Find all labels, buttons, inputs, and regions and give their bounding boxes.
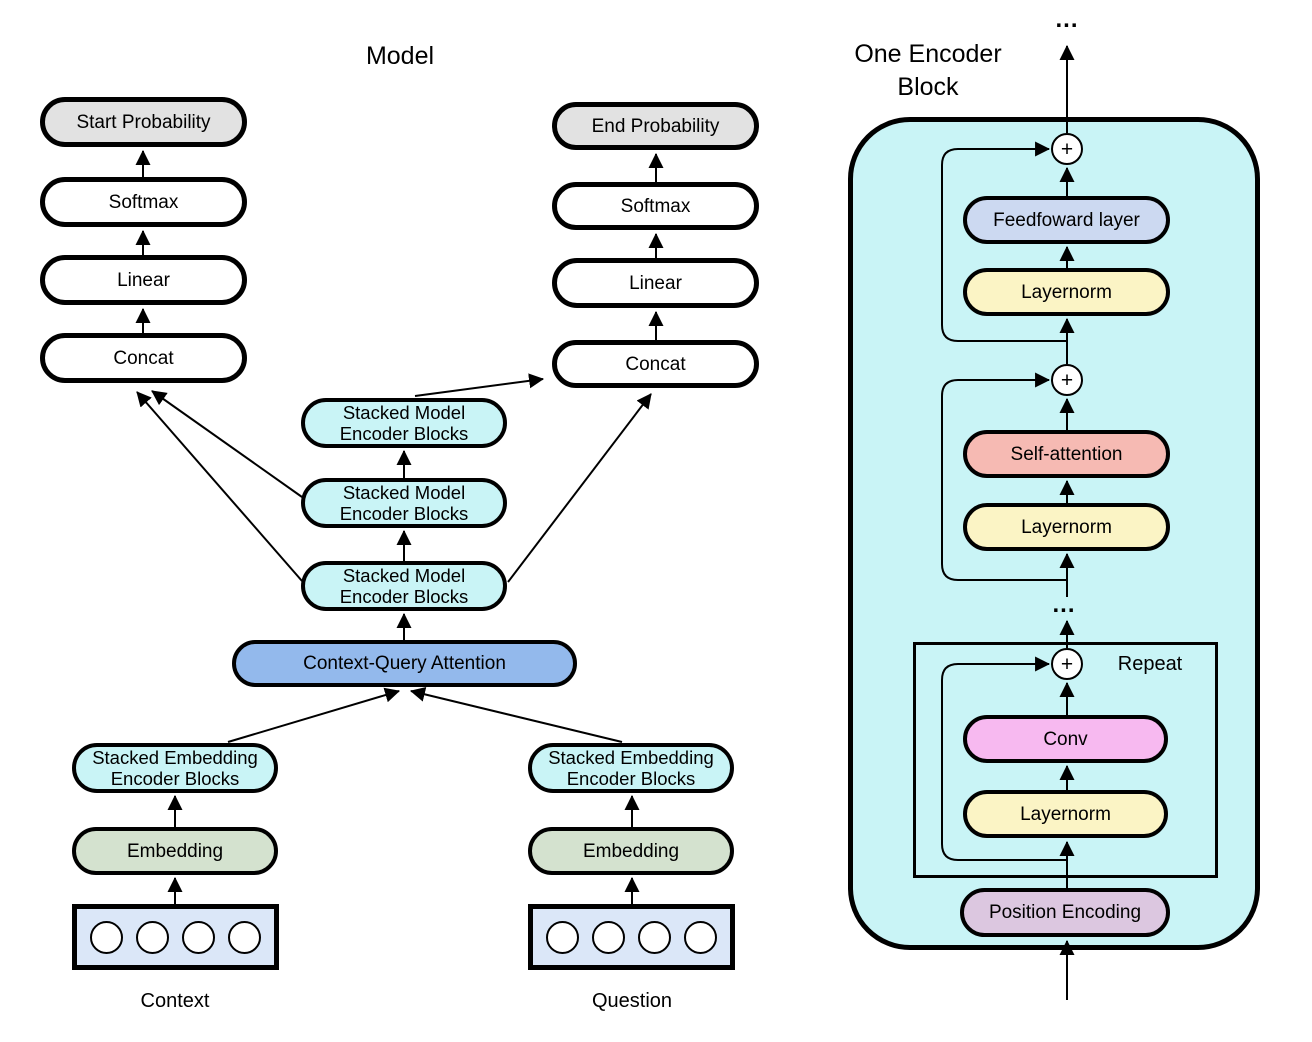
self-attention-label: Self-attention: [1010, 443, 1123, 465]
layernorm-box-bottom: Layernorm: [963, 790, 1168, 838]
skip-connection-feedforward: [941, 141, 1067, 342]
context-query-attention-label: Context-Query Attention: [303, 653, 506, 674]
plus-sign: +: [1060, 368, 1074, 392]
layernorm-box-top: Layernorm: [963, 268, 1170, 316]
stacked-model-encoder-blocks-2: Stacked Model Encoder Blocks: [301, 478, 507, 528]
softmax-label-right: Softmax: [620, 195, 691, 217]
linear-label-left: Linear: [117, 269, 170, 291]
conv-box: Conv: [963, 715, 1168, 763]
token-circle: [90, 920, 123, 954]
layernorm-label: Layernorm: [1021, 281, 1112, 303]
token-circle: [546, 920, 579, 954]
linear-label-right: Linear: [629, 272, 682, 294]
token-circle: [182, 920, 215, 954]
conv-label: Conv: [1043, 728, 1088, 750]
plus-sign: +: [1060, 137, 1074, 161]
encoder-block-title-line1: One Encoder: [854, 40, 1002, 68]
token-circle: [684, 920, 717, 954]
layernorm-label: Layernorm: [1021, 516, 1112, 538]
stacked-model-line1: Stacked Model: [342, 565, 466, 586]
context-query-attention-box: Context-Query Attention: [232, 640, 577, 687]
plus-sign: +: [1060, 652, 1074, 676]
arrow-stacked-model-2-to-concat-left: [151, 390, 303, 498]
layernorm-label: Layernorm: [1020, 803, 1111, 825]
token-circle: [638, 920, 671, 954]
ellipsis-mid: ...: [1052, 591, 1076, 618]
arrow-stacked-model-1-to-concat-left: [136, 391, 303, 582]
token-circle: [228, 920, 261, 954]
stacked-model-line1: Stacked Model: [342, 402, 466, 423]
stacked-model-encoder-blocks-1: Stacked Model Encoder Blocks: [301, 561, 507, 611]
plus-add-top: +: [1051, 133, 1083, 165]
position-encoding-box: Position Encoding: [960, 888, 1170, 937]
token-circle: [592, 920, 625, 954]
concat-label-left: Concat: [113, 347, 174, 369]
question-input-box: [528, 904, 735, 970]
model-title: Model: [365, 42, 435, 70]
arrow-stacked-model-3-to-concat-right: [414, 373, 545, 397]
feedforward-label: Feedfoward layer: [993, 209, 1140, 231]
token-circle: [136, 920, 169, 954]
softmax-label-left: Softmax: [108, 191, 179, 213]
embedding-label-left: Embedding: [126, 840, 224, 862]
stacked-embedding-line1: Stacked Embedding: [92, 747, 258, 768]
stacked-model-line2: Encoder Blocks: [339, 586, 469, 607]
encoder-block-title: One Encoder Block: [828, 38, 1028, 104]
concat-box-left: Concat: [40, 333, 247, 383]
repeat-label: Repeat: [1117, 653, 1183, 675]
context-input-box: [72, 904, 279, 970]
stacked-embedding-line2: Encoder Blocks: [566, 768, 696, 789]
skip-connection-self-attention: [941, 372, 1067, 581]
concat-box-right: Concat: [552, 340, 759, 388]
plus-add-repeat: +: [1051, 648, 1083, 680]
stacked-embedding-encoder-blocks-right: Stacked Embedding Encoder Blocks: [528, 743, 734, 793]
softmax-box-left: Softmax: [40, 177, 247, 227]
stacked-model-line1: Stacked Model: [342, 482, 466, 503]
linear-box-left: Linear: [40, 255, 247, 305]
skip-connection-conv: [941, 656, 1067, 861]
context-label: Context: [140, 990, 210, 1012]
embedding-box-left: Embedding: [72, 827, 278, 875]
self-attention-box: Self-attention: [963, 430, 1170, 478]
arrow-stacked-model-1-to-concat-right: [507, 393, 652, 583]
concat-label-right: Concat: [625, 353, 686, 375]
start-probability-label: Start Probability: [76, 111, 211, 133]
arrow-stacked-emb-right-to-cqa: [409, 686, 623, 743]
stacked-model-line2: Encoder Blocks: [339, 503, 469, 524]
feedforward-layer-box: Feedfoward layer: [963, 196, 1170, 244]
plus-add-mid: +: [1051, 364, 1083, 396]
position-encoding-label: Position Encoding: [988, 902, 1142, 923]
stacked-embedding-line1: Stacked Embedding: [548, 747, 714, 768]
stacked-model-encoder-blocks-3: Stacked Model Encoder Blocks: [301, 398, 507, 448]
stacked-embedding-line2: Encoder Blocks: [110, 768, 240, 789]
end-probability-label: End Probability: [591, 115, 720, 137]
layernorm-box-mid: Layernorm: [963, 503, 1170, 551]
softmax-box-right: Softmax: [552, 182, 759, 230]
end-probability-box: End Probability: [552, 102, 759, 150]
arrow-stacked-emb-left-to-cqa: [227, 687, 401, 743]
embedding-box-right: Embedding: [528, 827, 734, 875]
stacked-embedding-encoder-blocks-left: Stacked Embedding Encoder Blocks: [72, 743, 278, 793]
start-probability-box: Start Probability: [40, 97, 247, 147]
linear-box-right: Linear: [552, 258, 759, 308]
repeat-group-box: [913, 642, 1218, 878]
question-label: Question: [591, 990, 673, 1012]
encoder-block-title-line2: Block: [897, 73, 959, 101]
ellipsis-top: ...: [1055, 6, 1079, 33]
stacked-model-line2: Encoder Blocks: [339, 423, 469, 444]
embedding-label-right: Embedding: [582, 840, 680, 862]
